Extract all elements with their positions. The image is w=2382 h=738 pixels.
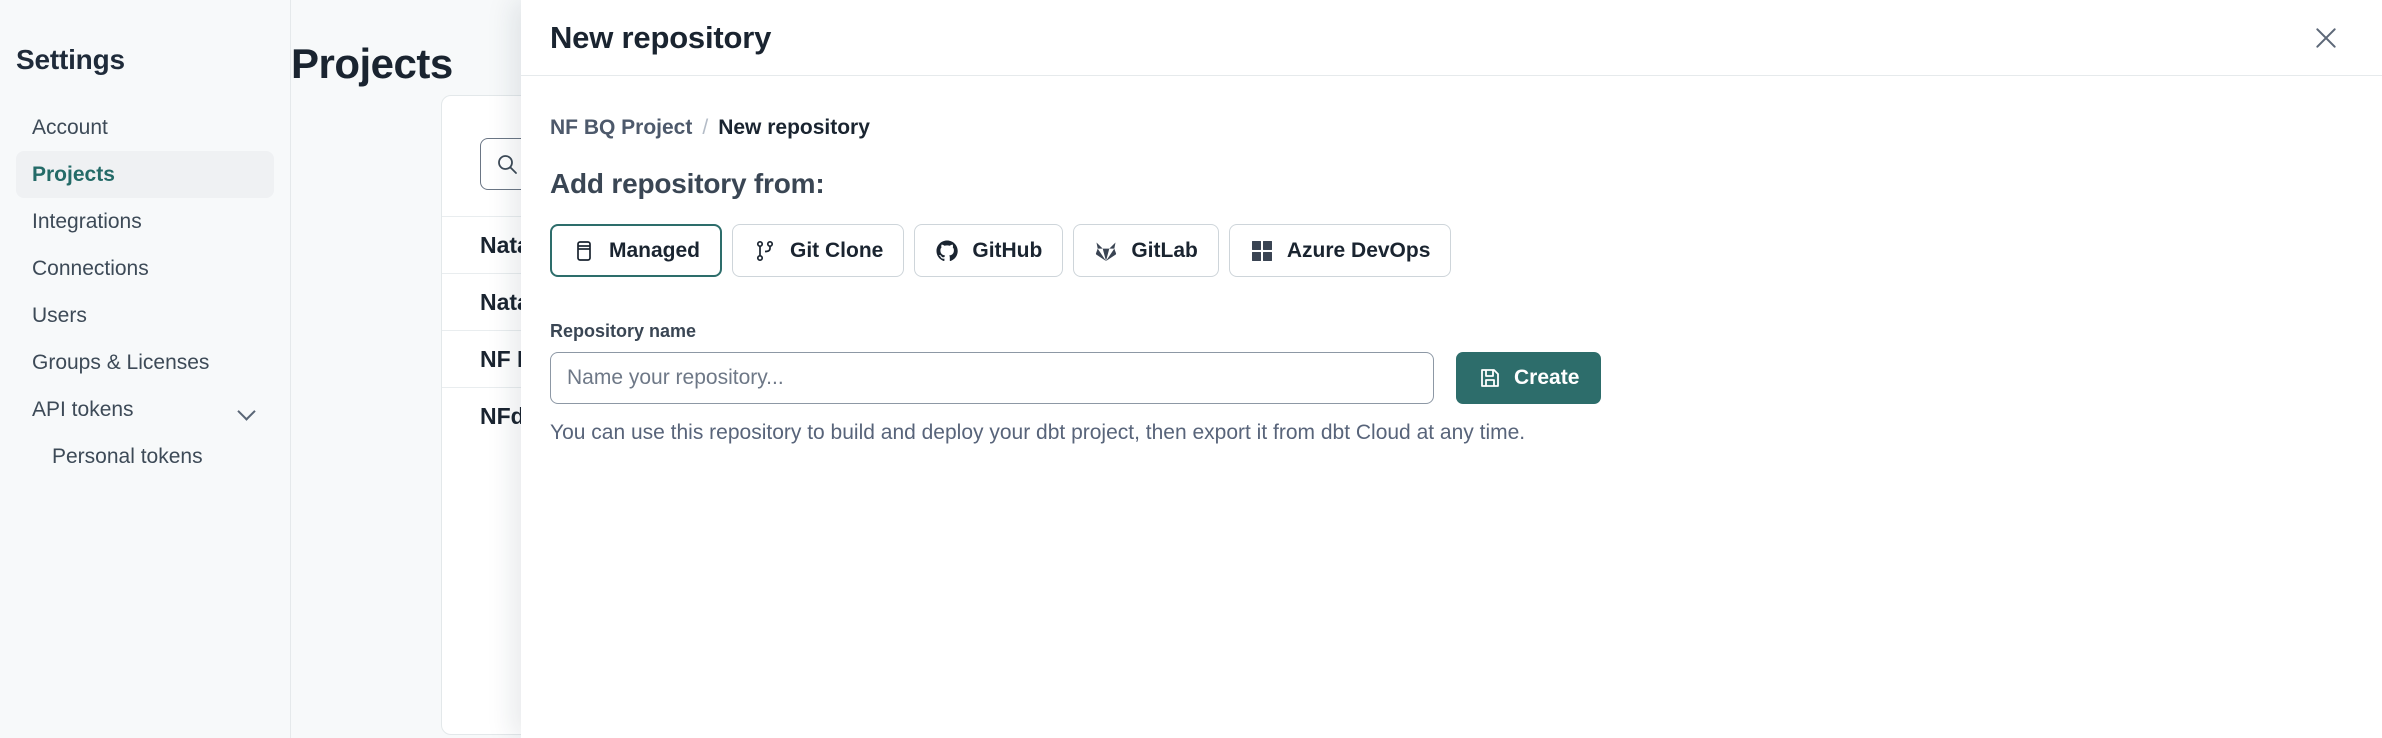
chevron-down-icon[interactable] — [238, 401, 256, 419]
source-option-label: GitLab — [1131, 238, 1198, 262]
modal-title: New repository — [550, 19, 772, 55]
sidebar-item-label: Users — [32, 303, 87, 327]
breadcrumb-separator: / — [702, 116, 709, 139]
sidebar-item-integrations[interactable]: Integrations — [16, 198, 274, 245]
sidebar-item-label: Connections — [32, 256, 149, 280]
sidebar-title: Settings — [16, 44, 125, 75]
sidebar-item-label: Integrations — [32, 209, 142, 233]
git-branch-icon — [753, 239, 777, 263]
github-icon — [935, 239, 959, 263]
repository-name-input[interactable] — [550, 352, 1434, 404]
repository-helper-text: You can use this repository to build and… — [550, 421, 1526, 444]
search-icon — [495, 152, 519, 176]
source-option-azure-devops[interactable]: Azure DevOps — [1228, 224, 1452, 277]
add-repository-heading: Add repository from: — [550, 168, 825, 199]
page-title: Projects — [291, 40, 453, 87]
close-icon[interactable] — [2306, 18, 2346, 58]
save-icon — [1478, 366, 1502, 390]
source-option-git-clone[interactable]: Git Clone — [732, 224, 905, 277]
breadcrumb-parent-link[interactable]: NF BQ Project — [550, 116, 693, 139]
source-option-gitlab[interactable]: GitLab — [1073, 224, 1219, 277]
sidebar-item-connections[interactable]: Connections — [16, 245, 274, 292]
new-repository-modal: New repository NF BQ Project / New repos… — [521, 0, 2382, 738]
create-button-label: Create — [1514, 366, 1580, 389]
breadcrumb: NF BQ Project / New repository — [550, 116, 2353, 140]
create-button[interactable]: Create — [1456, 352, 1602, 404]
sidebar-item-label: Account — [32, 115, 108, 139]
sidebar-item-api-tokens[interactable]: API tokens — [16, 386, 274, 433]
sidebar-item-personal-tokens[interactable]: Personal tokens — [16, 433, 274, 480]
modal-header: New repository — [521, 0, 2382, 76]
sidebar-item-users[interactable]: Users — [16, 292, 274, 339]
source-option-label: Managed — [609, 238, 701, 262]
sidebar-item-groups-licenses[interactable]: Groups & Licenses — [16, 339, 274, 386]
repository-name-row: Create — [550, 352, 2353, 404]
database-icon — [572, 239, 596, 263]
source-option-label: GitHub — [972, 238, 1043, 262]
sidebar-item-projects[interactable]: Projects — [16, 151, 274, 198]
source-option-label: Git Clone — [790, 238, 884, 262]
source-option-github[interactable]: GitHub — [914, 224, 1064, 277]
repository-source-options: Managed Git Clone GitHub GitLab Azure DevOps — [550, 224, 2353, 277]
source-option-label: Azure DevOps — [1286, 238, 1431, 262]
sidebar-item-label: Projects — [32, 162, 115, 186]
sidebar-item-account[interactable]: Account — [16, 104, 274, 151]
sidebar-item-label: API tokens — [32, 397, 134, 421]
sidebar-item-label: Groups & Licenses — [32, 350, 210, 374]
source-option-managed[interactable]: Managed — [550, 224, 723, 277]
azure-devops-icon — [1250, 239, 1274, 263]
sidebar-item-label: Personal tokens — [52, 444, 203, 468]
breadcrumb-current: New repository — [718, 116, 870, 139]
repository-name-label: Repository name — [550, 321, 697, 341]
modal-body: NF BQ Project / New repository Add repos… — [521, 76, 2382, 738]
gitlab-icon — [1094, 239, 1118, 263]
